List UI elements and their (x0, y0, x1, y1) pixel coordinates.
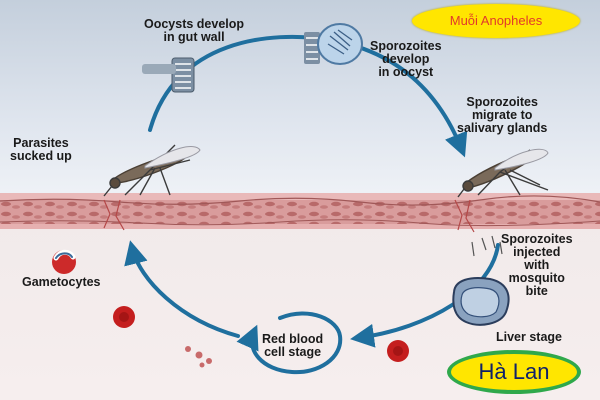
label-liver-stage: Liver stage (496, 330, 563, 344)
bite-sites (103, 199, 475, 233)
arrow-left (124, 240, 240, 338)
gametocyte-icon (52, 249, 76, 274)
sporozoites (471, 235, 503, 257)
location-tag-text: Hà Lan (478, 359, 550, 384)
mosquito-left-icon (103, 144, 201, 197)
mosquito-right-icon (457, 148, 549, 198)
oocyst-icon (304, 23, 363, 65)
gut-wall-icon (142, 57, 195, 93)
species-tag: Muỗi Anopheles (412, 4, 580, 38)
liver-cell-icon (452, 277, 510, 326)
red-blood-cell-icon (113, 306, 409, 368)
arrow-loop (236, 311, 343, 375)
skin-layer (0, 193, 600, 229)
species-tag-text: Muỗi Anopheles (449, 13, 543, 28)
label-gametocytes: Gametocytes (22, 275, 101, 289)
location-tag: Hà Lan (447, 350, 581, 394)
